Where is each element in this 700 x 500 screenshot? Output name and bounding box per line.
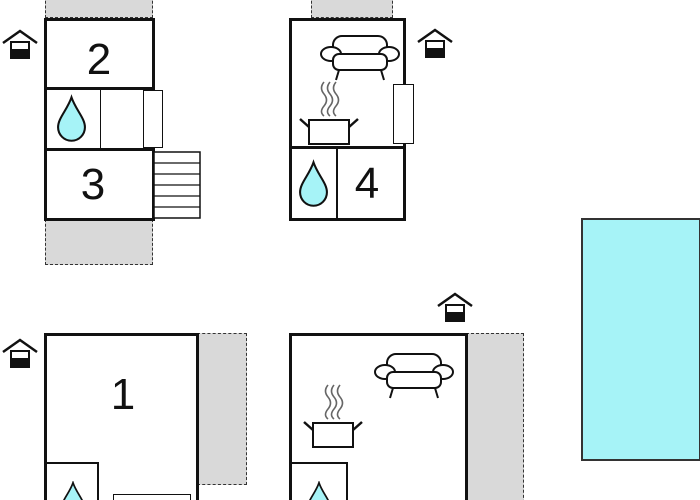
terrace-top-middle	[311, 0, 393, 18]
bathroom-partition	[292, 462, 348, 500]
house-entrance-icon	[415, 26, 455, 60]
water-drop-icon	[306, 481, 332, 500]
room-number-3: 3	[80, 160, 106, 209]
bed-outline	[113, 494, 191, 500]
cooking-pot-icon	[301, 383, 365, 449]
bathroom-partition	[336, 149, 338, 219]
water-drop-icon	[60, 481, 86, 500]
water-drop-icon	[298, 158, 329, 208]
water-drop-icon	[56, 94, 87, 142]
room-number-4: 4	[354, 159, 380, 208]
bathroom-partition	[47, 462, 99, 500]
room-number-2: 2	[86, 35, 112, 84]
bathroom-partition	[100, 90, 101, 148]
wall-divider	[289, 146, 406, 149]
building-lower-left	[44, 333, 199, 500]
terrace-top-left	[45, 0, 153, 18]
room-number-1: 1	[110, 370, 136, 419]
house-entrance-icon	[0, 28, 40, 60]
terrace-side-lower-middle	[466, 333, 524, 500]
terrace-bottom-left	[45, 219, 153, 265]
window-panel	[393, 84, 414, 144]
house-entrance-icon	[435, 290, 475, 324]
house-entrance-icon	[0, 336, 40, 370]
sofa-icon	[319, 34, 401, 82]
stairs-icon	[153, 151, 201, 219]
terrace-side-lower-left	[197, 333, 247, 485]
wall-divider	[44, 148, 155, 151]
sofa-icon	[373, 352, 455, 400]
window-panel	[143, 90, 163, 148]
wall-divider	[44, 87, 155, 90]
swimming-pool	[581, 218, 700, 461]
cooking-pot-icon	[297, 80, 361, 146]
